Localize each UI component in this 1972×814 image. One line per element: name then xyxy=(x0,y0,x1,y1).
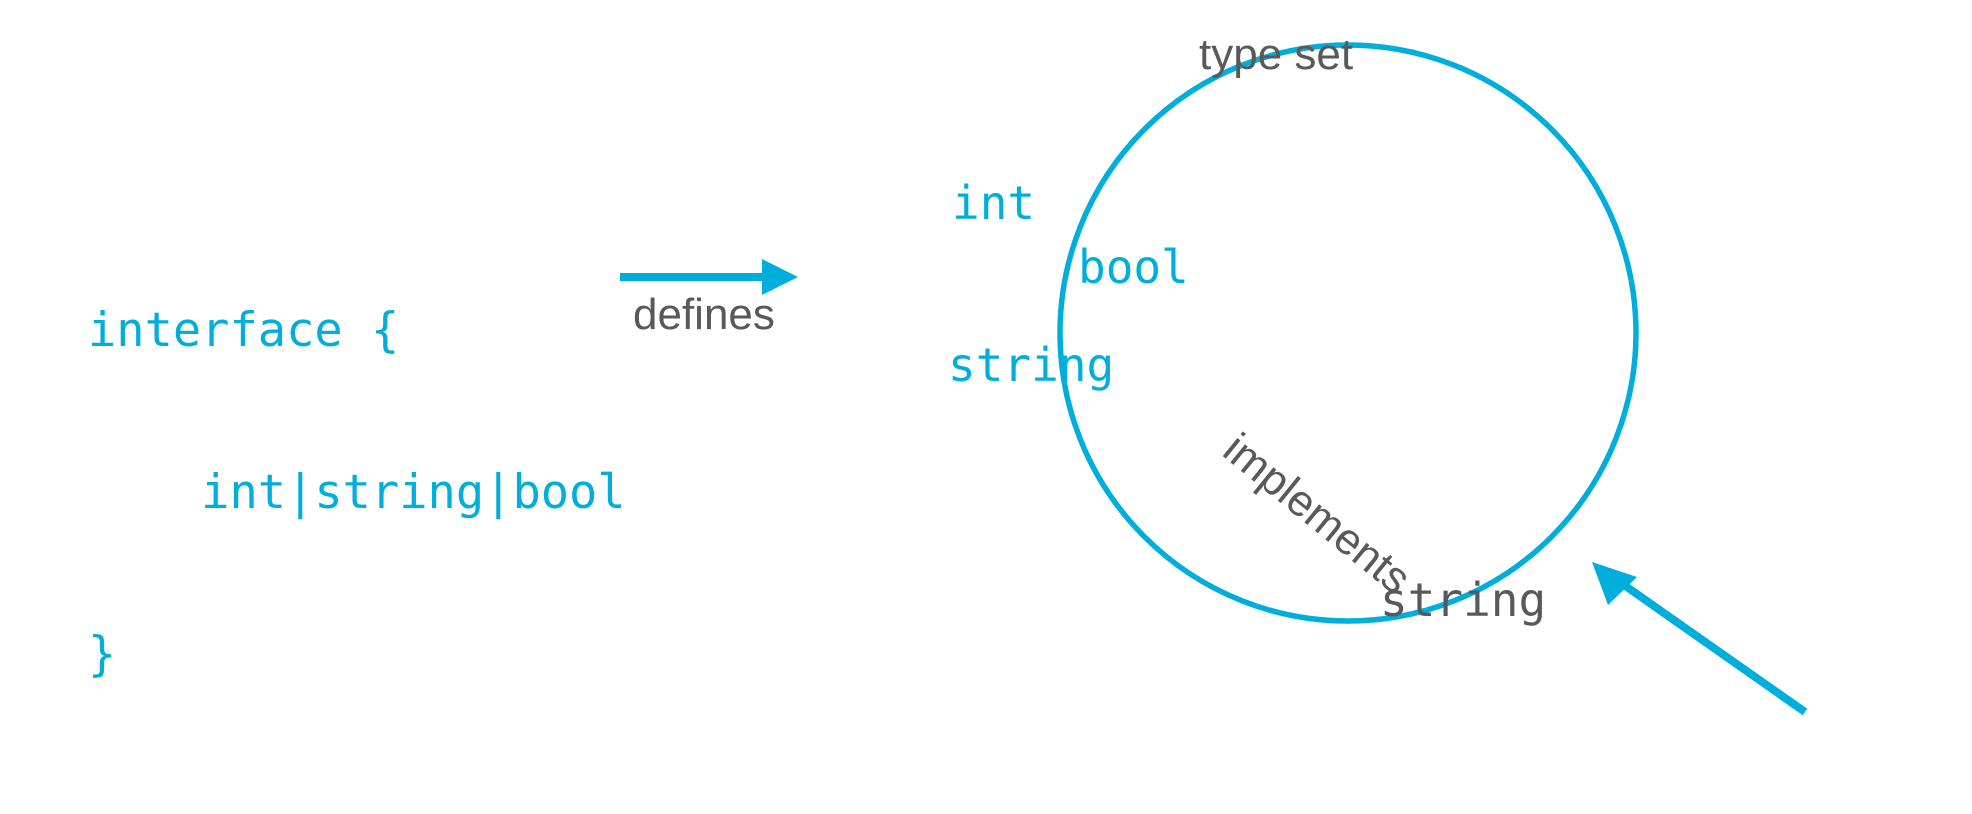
type-set-member-int: int xyxy=(952,176,1036,230)
type-set-circle xyxy=(1057,42,1639,624)
external-type-string: string xyxy=(1380,573,1547,627)
interface-code-block: interface { int|string|bool } xyxy=(88,196,626,790)
defines-arrow-icon xyxy=(620,259,798,295)
defines-edge-label: defines xyxy=(633,290,775,339)
code-line-2: int|string|bool xyxy=(88,465,626,520)
type-set-member-string: string xyxy=(948,338,1115,392)
implements-arrow-icon xyxy=(1592,562,1808,716)
code-line-1: interface { xyxy=(88,303,400,358)
code-line-3: } xyxy=(88,627,117,682)
type-set-caption: type set xyxy=(1199,30,1354,79)
type-set-member-bool: bool xyxy=(1078,240,1189,294)
